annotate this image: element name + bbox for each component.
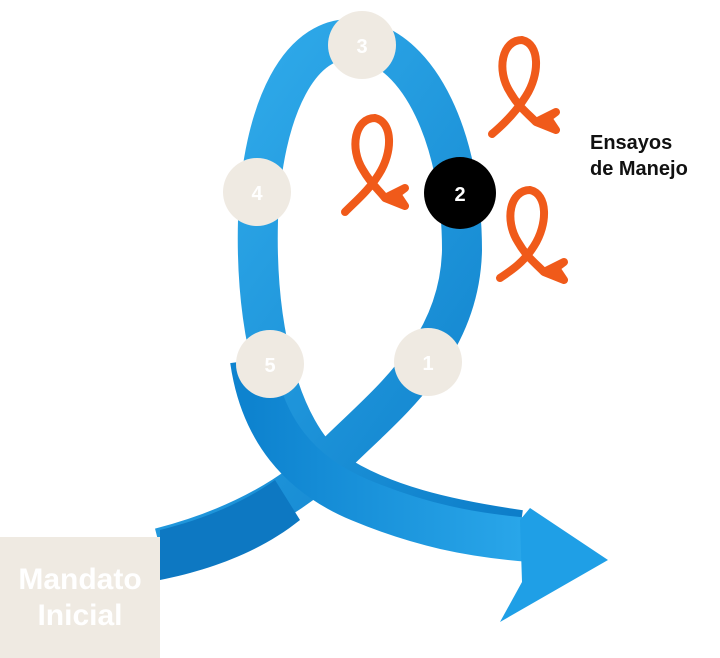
step-5: 5	[236, 330, 304, 398]
step-circle	[236, 330, 304, 398]
step-circle	[424, 157, 496, 229]
start-box-line-2: Inicial	[37, 598, 123, 632]
step-4: 4	[223, 158, 291, 226]
caption-line-2: de Manejo	[590, 158, 688, 180]
ribbon-icon	[341, 114, 409, 216]
step-5-label: 5	[264, 355, 275, 377]
caption-line-1: Ensayos	[590, 132, 673, 154]
step-4-label: 4	[251, 183, 263, 205]
arrow-head	[500, 508, 608, 622]
ribbon-icon	[496, 186, 568, 284]
ribbon-icon	[488, 36, 560, 138]
start-band	[160, 480, 300, 580]
step-2-label: 2	[454, 184, 465, 206]
active-step-caption: Ensayos de Manejo	[590, 130, 688, 182]
start-box-line-1: Mandato	[18, 562, 142, 596]
step-circle	[394, 328, 462, 396]
step-1-label: 1	[422, 353, 433, 375]
step-1: 1	[394, 328, 462, 396]
loop-band-front	[230, 356, 532, 562]
step-3-label: 3	[356, 36, 367, 58]
step-circle	[328, 11, 396, 79]
start-box: Mandato Inicial	[0, 537, 160, 658]
step-2: 2	[424, 157, 496, 229]
step-3: 3	[328, 11, 396, 79]
step-circle	[223, 158, 291, 226]
